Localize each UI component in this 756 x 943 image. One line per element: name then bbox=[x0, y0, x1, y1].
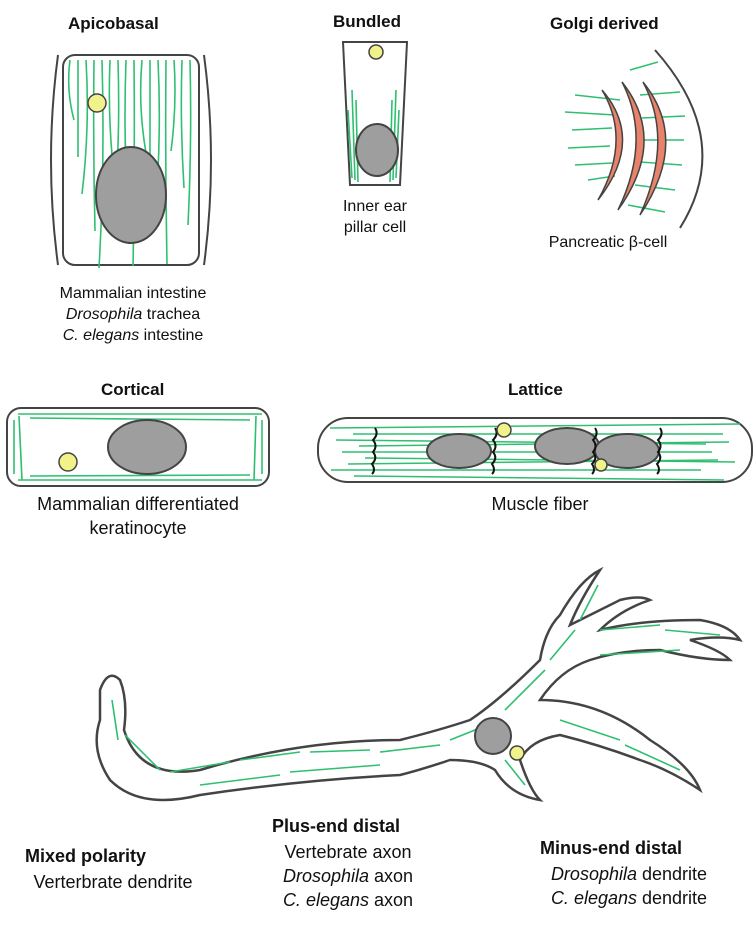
golgi-cell bbox=[565, 50, 702, 228]
mixed-caption: Verterbrate dendrite bbox=[8, 870, 218, 894]
bundled-caption-line-1: Inner ear bbox=[325, 196, 425, 217]
golgi-title: Golgi derived bbox=[550, 14, 659, 34]
lattice-title: Lattice bbox=[508, 380, 563, 400]
neuron-centrosome bbox=[510, 746, 524, 760]
plus-caption-line-2: Drosophila axon bbox=[262, 864, 434, 888]
golgi-stacks bbox=[598, 82, 666, 215]
lattice-centrosome-1 bbox=[497, 423, 511, 437]
neuron-nucleus bbox=[475, 718, 511, 754]
bundled-nucleus bbox=[356, 124, 398, 176]
bundled-cell bbox=[343, 42, 407, 185]
lattice-cell bbox=[318, 418, 752, 482]
apicobasal-cell bbox=[51, 55, 211, 268]
bundled-caption-line-2: pillar cell bbox=[325, 217, 425, 238]
apicobasal-centrosome bbox=[88, 94, 106, 112]
bundled-title: Bundled bbox=[333, 12, 401, 32]
lattice-centrosome-2 bbox=[595, 459, 607, 471]
lattice-nucleus-2 bbox=[535, 428, 599, 464]
apicobasal-caption-line-1: Mammalian intestine bbox=[44, 283, 222, 304]
bundled-centrosome bbox=[369, 45, 383, 59]
cortical-centrosome bbox=[59, 453, 77, 471]
golgi-caption-line-1: Pancreatic β-cell bbox=[533, 232, 683, 253]
mixed-caption-line-1: Verterbrate dendrite bbox=[8, 870, 218, 894]
lattice-nucleus-1 bbox=[427, 434, 491, 468]
minus-caption-line-1: Drosophila dendrite bbox=[525, 862, 733, 886]
golgi-microtubules bbox=[565, 62, 685, 212]
plus-title: Plus-end distal bbox=[272, 816, 400, 837]
mixed-title: Mixed polarity bbox=[25, 846, 146, 867]
cortical-caption-line-2: keratinocyte bbox=[0, 516, 276, 540]
apicobasal-caption-line-2: Drosophila trachea bbox=[44, 304, 222, 325]
minus-caption-line-2: C. elegans dendrite bbox=[525, 886, 733, 910]
cortical-cell bbox=[7, 408, 269, 486]
lattice-caption: Muscle fiber bbox=[440, 492, 640, 516]
cortical-caption-line-1: Mammalian differentiated bbox=[0, 492, 276, 516]
minus-title: Minus-end distal bbox=[540, 838, 682, 859]
apicobasal-caption-line-3: C. elegans intestine bbox=[44, 325, 222, 346]
apicobasal-title: Apicobasal bbox=[68, 14, 159, 34]
plus-caption-line-1: Vertebrate axon bbox=[262, 840, 434, 864]
neuron bbox=[97, 570, 740, 800]
apicobasal-nucleus bbox=[96, 147, 166, 243]
lattice-caption-line-1: Muscle fiber bbox=[440, 492, 640, 516]
plus-caption-line-3: C. elegans axon bbox=[262, 888, 434, 912]
golgi-caption: Pancreatic β-cell bbox=[533, 232, 683, 253]
cortical-nucleus bbox=[108, 420, 186, 474]
cortical-title: Cortical bbox=[101, 380, 164, 400]
